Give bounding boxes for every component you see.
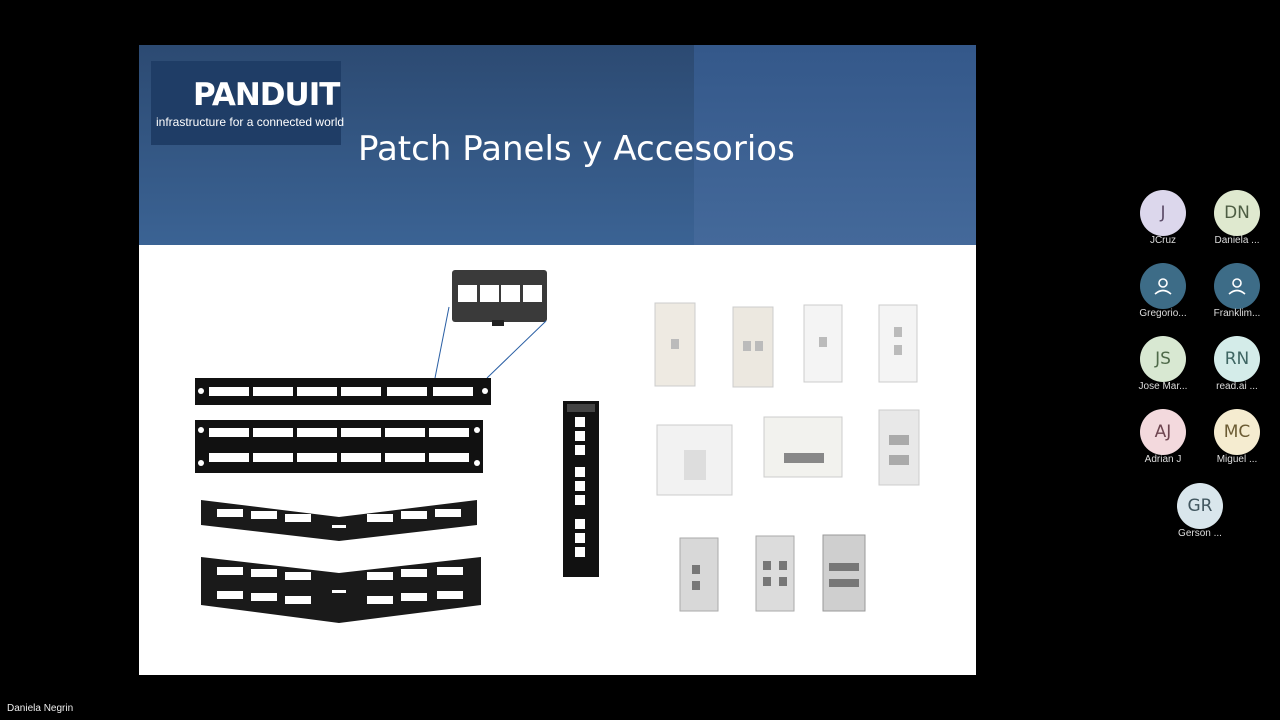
patch-panel-flat-2u	[195, 420, 483, 473]
patch-panel-angled-1u	[201, 500, 477, 541]
avatar-initials: J	[1160, 203, 1166, 223]
participant-name: JCruz	[1149, 235, 1177, 246]
person-icon	[1154, 278, 1172, 295]
faceplates-row-1	[654, 302, 918, 388]
person-icon	[1228, 278, 1246, 295]
participant-name: Miguel ...	[1216, 454, 1258, 465]
faceplates-row-2	[656, 409, 920, 496]
shared-slide: PANDUIT infrastructure for a connected w…	[139, 45, 976, 675]
participant-tile[interactable]: Gregorio...	[1128, 263, 1198, 321]
participant-tile[interactable]: J JCruz	[1128, 190, 1198, 248]
participant-tile[interactable]: DN Daniela ...	[1202, 190, 1272, 248]
participant-gallery: J JCruz DN Daniela ... Gregorio... Frank…	[1120, 188, 1270, 548]
avatar-initials: MC	[1223, 422, 1251, 442]
participant-avatar: MC	[1214, 409, 1260, 455]
participant-name: Franklim...	[1213, 308, 1261, 319]
avatar-initials: GR	[1187, 496, 1213, 516]
active-speaker-name: Daniela Negrin	[7, 703, 74, 714]
insert-module-callout	[434, 270, 547, 379]
patch-panel-vertical	[563, 401, 599, 577]
participant-avatar: GR	[1177, 483, 1223, 529]
participant-name: read.ai ...	[1216, 381, 1258, 392]
participant-name: Jose Mar...	[1138, 381, 1188, 392]
participant-name: Daniela ...	[1214, 235, 1260, 246]
participant-avatar: JS	[1140, 336, 1186, 382]
avatar-initials: DN	[1224, 203, 1250, 223]
faceplates-row-3	[679, 534, 866, 612]
participant-avatar: AJ	[1140, 409, 1186, 455]
participant-name: Adrian J	[1144, 454, 1182, 465]
logo-wordmark: PANDUIT	[193, 77, 340, 113]
slide-header: PANDUIT infrastructure for a connected w…	[139, 45, 976, 245]
panduit-logo: PANDUIT infrastructure for a connected w…	[151, 61, 345, 145]
participant-name: Gerson ...	[1178, 528, 1222, 539]
participant-avatar: DN	[1214, 190, 1260, 236]
participant-avatar	[1214, 263, 1260, 309]
avatar-initials: AJ	[1154, 422, 1172, 442]
logo-tagline: infrastructure for a connected world	[156, 115, 345, 129]
avatar-initials: JS	[1155, 349, 1171, 369]
participant-avatar: RN	[1214, 336, 1260, 382]
patch-panel-flat-1u	[195, 378, 491, 405]
participant-name: Gregorio...	[1139, 308, 1187, 319]
participant-tile[interactable]: Franklim...	[1202, 263, 1272, 321]
participant-tile[interactable]: RN read.ai ...	[1202, 336, 1272, 394]
participant-tile[interactable]: JS Jose Mar...	[1128, 336, 1198, 394]
product-images	[195, 270, 920, 623]
participant-tile[interactable]: MC Miguel ...	[1202, 409, 1272, 467]
participant-tile[interactable]: GR Gerson ...	[1165, 483, 1235, 541]
participant-tile[interactable]: AJ Adrian J	[1128, 409, 1198, 467]
patch-panel-angled-2u	[201, 557, 481, 623]
avatar-initials: RN	[1224, 349, 1250, 369]
participant-avatar: J	[1140, 190, 1186, 236]
participant-avatar	[1140, 263, 1186, 309]
header-shade	[694, 45, 976, 245]
slide-title: Patch Panels y Accesorios	[358, 129, 795, 169]
